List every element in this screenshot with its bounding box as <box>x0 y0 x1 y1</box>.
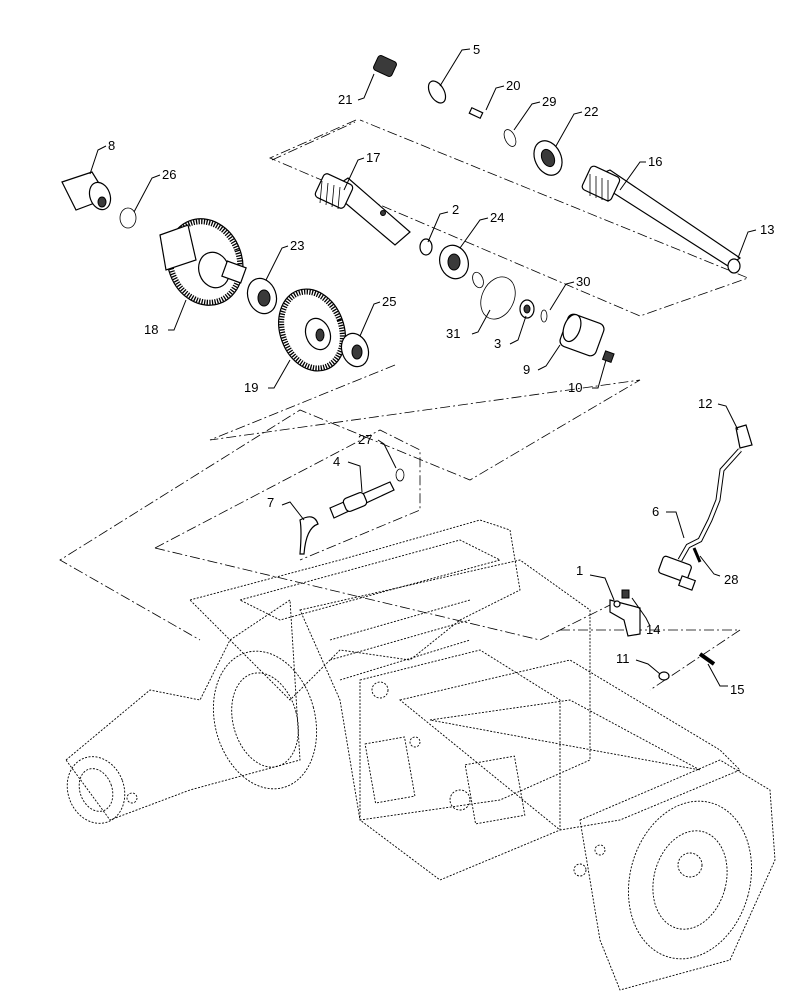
callout-20: 20 <box>506 78 520 93</box>
callout-11: 11 <box>616 651 630 666</box>
part-24-bearing <box>439 244 469 280</box>
callout-28: 28 <box>724 572 738 587</box>
callout-31: 31 <box>446 326 460 341</box>
callout-13: 13 <box>760 222 774 237</box>
part-14-bushing <box>621 589 630 599</box>
part-5-washer <box>427 80 447 104</box>
callout-25: 25 <box>382 294 396 309</box>
part-18-gear <box>159 218 247 306</box>
callout-1: 1 <box>576 563 583 578</box>
callout-24: 24 <box>490 210 504 225</box>
callout-5: 5 <box>473 42 480 57</box>
callout-29: 29 <box>542 94 556 109</box>
part-25-bearing <box>340 332 370 368</box>
part-13-plug <box>727 258 741 274</box>
lever-group <box>609 424 753 681</box>
part-1-bracket <box>609 599 641 637</box>
snap-ring <box>472 271 484 289</box>
callout-9: 9 <box>523 362 530 377</box>
callout-3: 3 <box>494 336 501 351</box>
part-11-plug <box>658 671 670 681</box>
part-31-circlip <box>480 276 516 320</box>
part-2-spacer <box>419 238 433 256</box>
part-16-output-shaft <box>581 165 742 267</box>
callout-30: 30 <box>576 274 590 289</box>
transmission-housing <box>65 519 776 991</box>
part-28-pin <box>692 547 702 563</box>
part-22-bearing <box>533 140 563 176</box>
callout-12: 12 <box>698 396 712 411</box>
part-4-shift-rod <box>329 481 395 519</box>
part-12-knob <box>735 424 753 449</box>
part-3-bearing <box>519 299 535 319</box>
callout-21: 21 <box>338 92 352 107</box>
callout-19: 19 <box>244 380 258 395</box>
callout-7: 7 <box>267 495 274 510</box>
callout-4: 4 <box>333 454 340 469</box>
part-20-pin <box>468 106 484 120</box>
callout-22: 22 <box>584 104 598 119</box>
part-26-o-ring <box>119 207 137 229</box>
callout-labels: 1 2 3 4 5 6 7 8 9 10 11 12 13 14 15 16 1… <box>108 42 774 697</box>
part-15-pin <box>698 652 716 666</box>
part-8-hub <box>61 171 112 211</box>
callout-17: 17 <box>366 150 380 165</box>
part-9-sleeve <box>559 313 605 357</box>
callout-8: 8 <box>108 138 115 153</box>
part-23-bearing <box>246 277 278 315</box>
part-10-nut <box>601 350 615 364</box>
part-30-washer <box>540 309 548 323</box>
callout-26: 26 <box>162 167 176 182</box>
part-6-lever <box>658 448 742 591</box>
callout-23: 23 <box>290 238 304 253</box>
callout-18: 18 <box>144 322 158 337</box>
leader-lines <box>89 48 757 687</box>
upper-shaft-group <box>373 55 742 274</box>
part-29-snap-ring <box>503 129 517 147</box>
callout-6: 6 <box>652 504 659 519</box>
part-19-gear <box>278 288 346 372</box>
left-gear-group <box>61 171 370 372</box>
shift-fork-group <box>299 468 405 555</box>
callout-16: 16 <box>648 154 662 169</box>
callout-15: 15 <box>730 682 744 697</box>
part-21-gear-coupling <box>373 55 397 77</box>
callout-10: 10 <box>568 380 582 395</box>
callout-27: 27 <box>358 432 372 447</box>
callout-2: 2 <box>452 202 459 217</box>
middle-shaft-group <box>314 173 615 364</box>
part-27-clip <box>395 468 405 482</box>
part-17-input-shaft <box>314 173 411 246</box>
part-7-shift-fork <box>299 516 319 555</box>
assembly-lines <box>59 119 750 691</box>
callout-14: 14 <box>646 622 660 637</box>
